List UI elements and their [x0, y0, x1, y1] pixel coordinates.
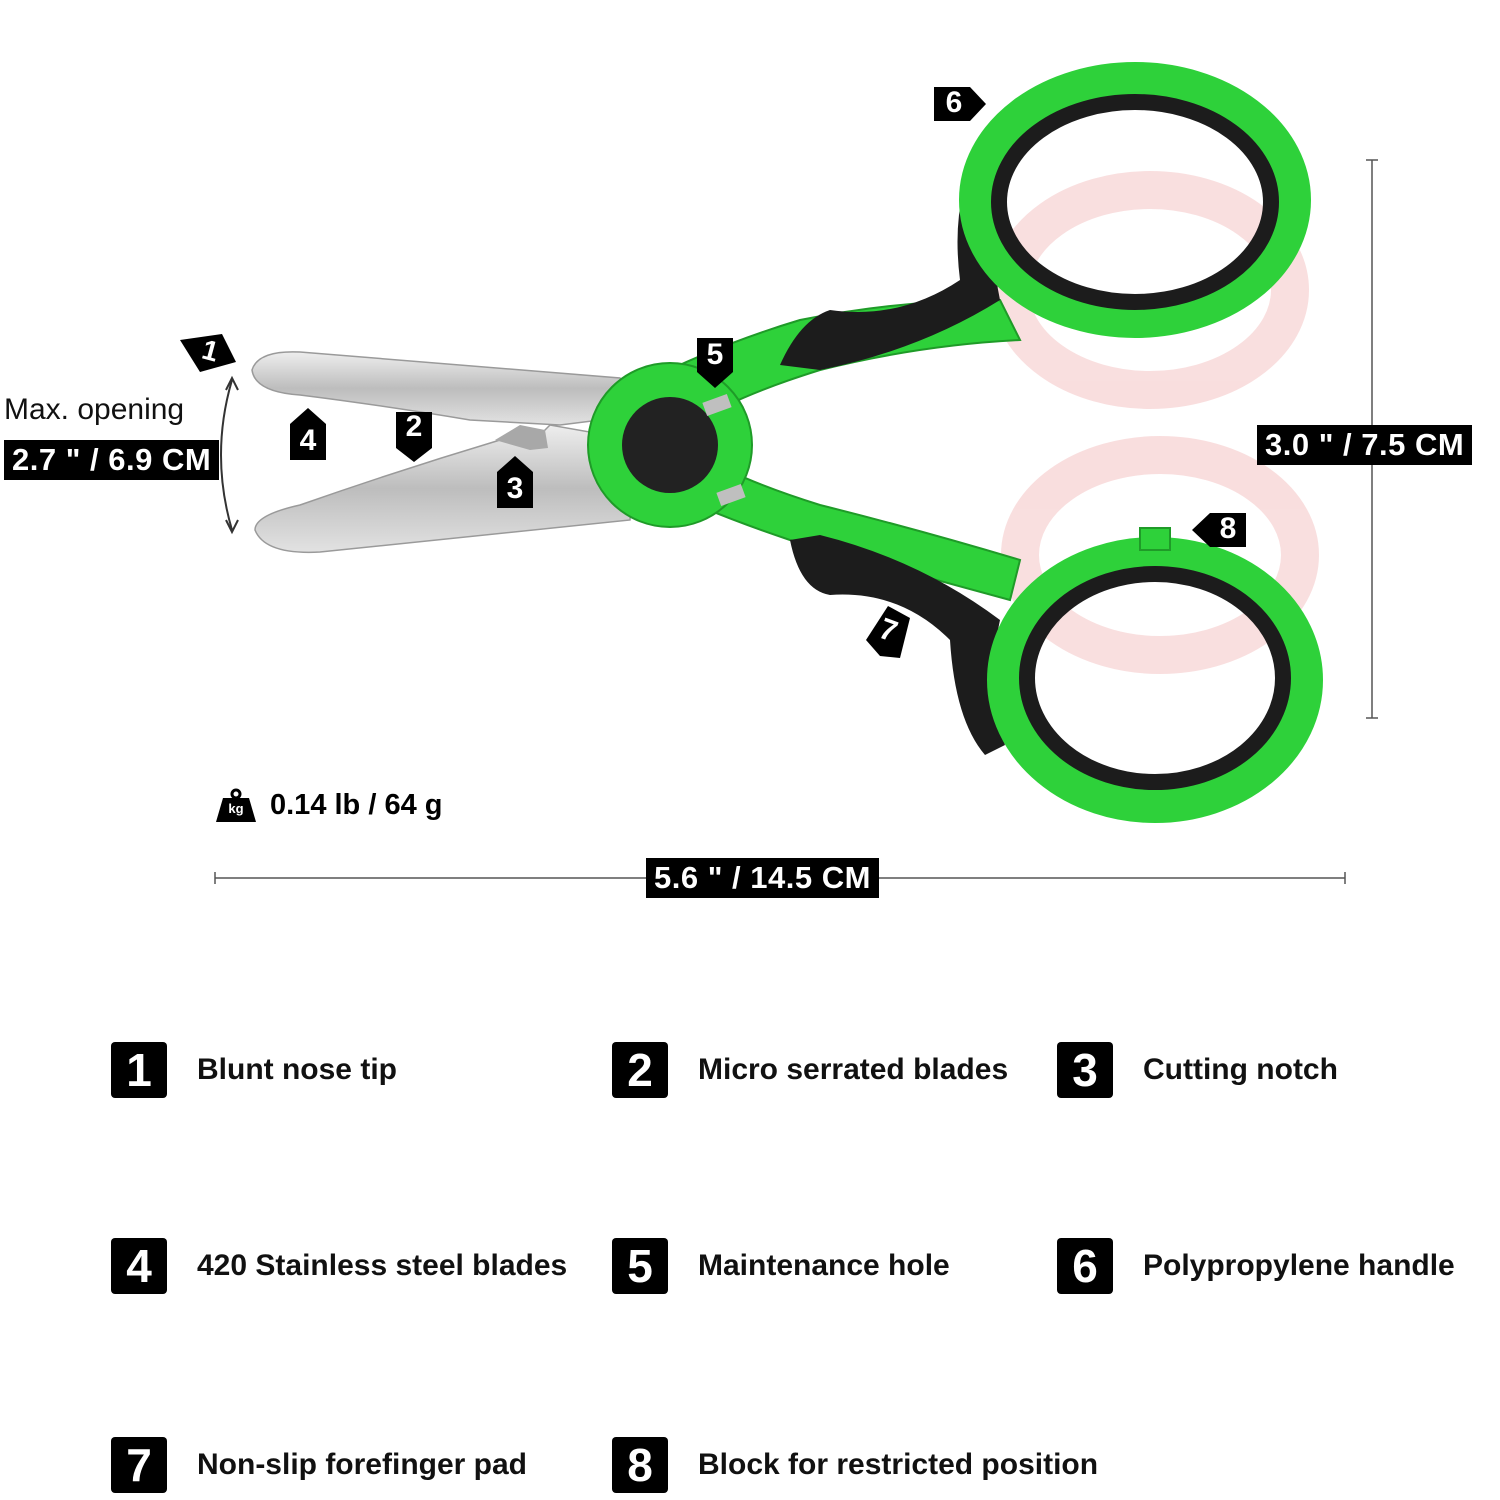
- legend-number-badge: 6: [1057, 1238, 1113, 1294]
- weight-value: 0.14 lb / 64 g: [270, 788, 443, 821]
- legend-label: Block for restricted position: [698, 1448, 1099, 1481]
- restriction-block: [1139, 527, 1171, 551]
- legend-item-6: 6 Polypropylene handle: [1057, 1238, 1455, 1294]
- marker-3-shape: [497, 456, 533, 508]
- legend-item-7: 7 Non-slip forefinger pad: [111, 1437, 527, 1493]
- opening-arc: [220, 379, 233, 531]
- weight-icon-text: kg: [228, 801, 244, 816]
- marker-6-shape: [934, 87, 986, 121]
- legend-label: Cutting notch: [1143, 1053, 1338, 1086]
- legend-label: Maintenance hole: [698, 1249, 950, 1282]
- legend-item-1: 1 Blunt nose tip: [111, 1042, 397, 1098]
- maintenance-hole: [702, 393, 732, 417]
- height-value: 3.0 " / 7.5 CM: [1257, 425, 1473, 465]
- legend-number-badge: 1: [111, 1042, 167, 1098]
- marker-4: 4: [299, 424, 317, 457]
- legend-label: Polypropylene handle: [1143, 1249, 1455, 1282]
- weight-info: kg 0.14 lb / 64 g: [216, 788, 442, 822]
- length-value: 5.6 " / 14.5 CM: [646, 858, 879, 898]
- legend-label: Non-slip forefinger pad: [197, 1448, 527, 1481]
- marker-1-shape: [180, 334, 236, 372]
- legend-number-badge: 8: [612, 1437, 668, 1493]
- marker-3: 3: [506, 472, 524, 505]
- lower-finger-ring-inner: [1019, 566, 1291, 790]
- legend-number-badge: 5: [612, 1238, 668, 1294]
- marker-5-shape: [697, 338, 733, 388]
- upper-finger-ring: [959, 62, 1311, 338]
- legend-item-3: 3 Cutting notch: [1057, 1042, 1338, 1098]
- maintenance-hole-lower: [716, 483, 746, 507]
- weight-icon: kg: [216, 788, 256, 822]
- max-opening-value: 2.7 " / 6.9 CM: [4, 440, 220, 480]
- legend-number-badge: 2: [612, 1042, 668, 1098]
- marker-5: 5: [706, 338, 724, 371]
- marker-4-shape: [290, 408, 326, 460]
- pivot-screw: [622, 397, 718, 493]
- lower-finger-ring: [987, 537, 1323, 823]
- legend-label: Micro serrated blades: [698, 1053, 1009, 1086]
- opening-arrow-top: [225, 375, 239, 391]
- legend-item-5: 5 Maintenance hole: [612, 1238, 950, 1294]
- legend-item-8: 8 Block for restricted position: [612, 1437, 1098, 1493]
- upper-finger-ring-inner: [991, 94, 1279, 310]
- marker-2-shape: [396, 412, 432, 462]
- max-opening-caption: Max. opening: [4, 393, 185, 426]
- marker-8: 8: [1219, 512, 1237, 545]
- legend-number-badge: 7: [111, 1437, 167, 1493]
- opening-arrow-bottom: [225, 519, 239, 535]
- legend-number-badge: 3: [1057, 1042, 1113, 1098]
- upper-grip: [780, 150, 1010, 370]
- marker-2: 2: [405, 410, 423, 443]
- legend-label: Blunt nose tip: [197, 1053, 397, 1086]
- legend-label: 420 Stainless steel blades: [197, 1249, 568, 1282]
- marker-8-shape: [1192, 513, 1246, 547]
- lower-blade: [254, 424, 636, 554]
- legend-item-2: 2 Micro serrated blades: [612, 1042, 1008, 1098]
- lower-grip: [790, 535, 1005, 755]
- upper-blade: [251, 351, 642, 426]
- scissors-diagram: 1 2 3 4 5 6 7 8 Max. opening 2.7 " / 6.9…: [4, 62, 1473, 898]
- marker-6: 6: [945, 86, 963, 119]
- marker-7-shape: [866, 606, 910, 658]
- scissors-illustration: [180, 62, 1378, 884]
- cutting-notch: [495, 425, 548, 450]
- legend-number-badge: 4: [111, 1238, 167, 1294]
- legend-item-4: 4 420 Stainless steel blades: [111, 1238, 567, 1294]
